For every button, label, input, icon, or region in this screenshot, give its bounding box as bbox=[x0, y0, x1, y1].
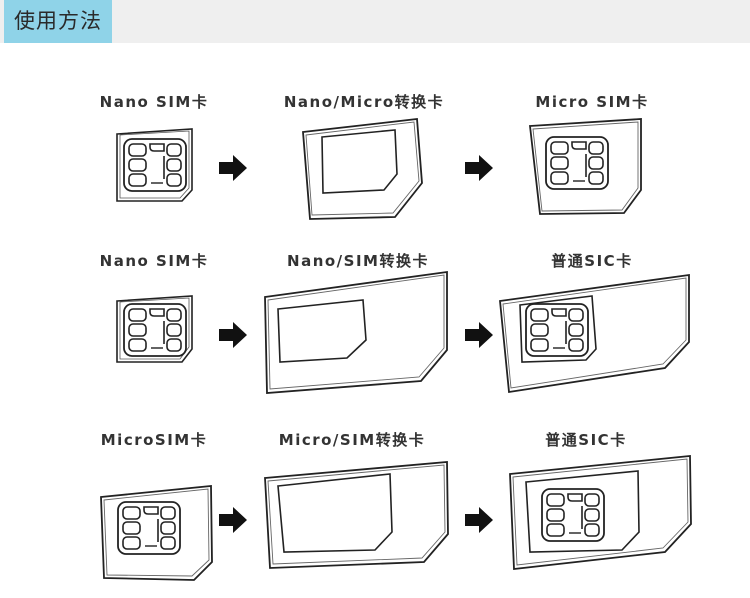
section-title: 使用方法 bbox=[4, 0, 112, 43]
row1-arrow-icon-2 bbox=[465, 155, 493, 181]
row3-micro-sim-adapter bbox=[264, 461, 449, 569]
row2-standard-card bbox=[499, 273, 690, 394]
row1-micro-card bbox=[528, 118, 642, 215]
row1-micro-label: Micro SIM卡 bbox=[535, 93, 649, 111]
row1-nano-label: Nano SIM卡 bbox=[99, 93, 209, 111]
header-bar bbox=[0, 0, 750, 43]
row3-arrow-icon bbox=[219, 507, 247, 533]
row2-adapter-label: Nano/SIM转换卡 bbox=[287, 252, 429, 270]
row2-arrow-icon-2 bbox=[465, 322, 493, 348]
row3-arrow-icon-2 bbox=[465, 507, 493, 533]
row2-standard-label: 普通SIC卡 bbox=[551, 252, 633, 270]
row3-micro-label: MicroSIM卡 bbox=[100, 431, 208, 449]
row3-micro-card bbox=[100, 485, 213, 581]
row1-adapter-label: Nano/Micro转换卡 bbox=[283, 93, 445, 111]
row3-adapter-label: Micro/SIM转换卡 bbox=[278, 431, 426, 449]
row2-nano-card bbox=[116, 295, 193, 363]
row3-standard-card bbox=[509, 455, 692, 571]
row2-nano-label: Nano SIM卡 bbox=[99, 252, 209, 270]
row3-standard-label: 普通SIC卡 bbox=[545, 431, 627, 449]
row1-nano-micro-adapter bbox=[302, 118, 423, 220]
row2-arrow-icon bbox=[219, 322, 247, 348]
row2-nano-sim-adapter bbox=[264, 270, 448, 394]
row1-nano-card bbox=[116, 128, 193, 202]
row1-arrow-icon bbox=[219, 155, 247, 181]
